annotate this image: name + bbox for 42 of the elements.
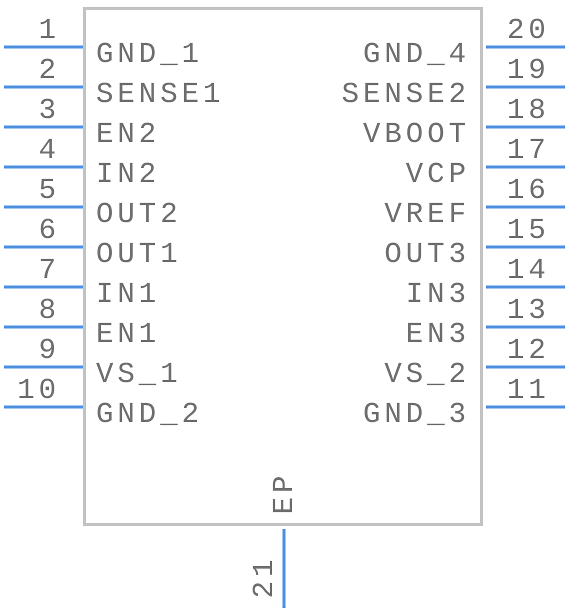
pin-number: 9 [38, 336, 60, 366]
pin-number: 15 [507, 216, 551, 246]
pin-number: 11 [507, 376, 551, 406]
pin-name: GND_2 [96, 400, 204, 430]
pin-number: 21 [250, 554, 280, 600]
pin-name: IN3 [404, 280, 470, 310]
pin-name: GND_1 [96, 40, 204, 70]
pin-number: 10 [16, 376, 60, 406]
pin-number: 7 [38, 256, 60, 286]
pin-number: 19 [507, 56, 551, 86]
pin-name: EN3 [404, 320, 470, 350]
pin-number: 16 [507, 176, 551, 206]
pin-name: VCP [404, 160, 470, 190]
pin-number: 12 [507, 336, 551, 366]
pin-number: 3 [38, 96, 60, 126]
pin-name: VS_1 [96, 360, 183, 390]
pin-name: VREF [383, 200, 470, 230]
pin-number: 4 [38, 136, 60, 166]
pin-name: SENSE2 [340, 80, 470, 110]
pin-name: VBOOT [362, 120, 470, 150]
pin-number: 14 [507, 256, 551, 286]
pin-number: 5 [38, 176, 60, 206]
pin-name: OUT3 [383, 240, 470, 270]
pin-name: EN2 [96, 120, 162, 150]
pin-number: 8 [38, 296, 60, 326]
pin-number: 20 [507, 16, 551, 46]
pin-name: IN1 [96, 280, 162, 310]
pin-name: OUT1 [96, 240, 183, 270]
pin-name: IN2 [96, 160, 162, 190]
pin-name: EP [270, 470, 300, 516]
pin-name: VS_2 [383, 360, 470, 390]
pin-number: 17 [507, 136, 551, 166]
pin-number: 6 [38, 216, 60, 246]
pin-name: SENSE1 [96, 80, 226, 110]
pin-number: 1 [38, 16, 60, 46]
pin-name: EN1 [96, 320, 162, 350]
pin-number: 13 [507, 296, 551, 326]
pin-name: GND_3 [362, 400, 470, 430]
pin-number: 2 [38, 56, 60, 86]
pin-number: 18 [507, 96, 551, 126]
pin-name: GND_4 [362, 40, 470, 70]
pin-name: OUT2 [96, 200, 183, 230]
